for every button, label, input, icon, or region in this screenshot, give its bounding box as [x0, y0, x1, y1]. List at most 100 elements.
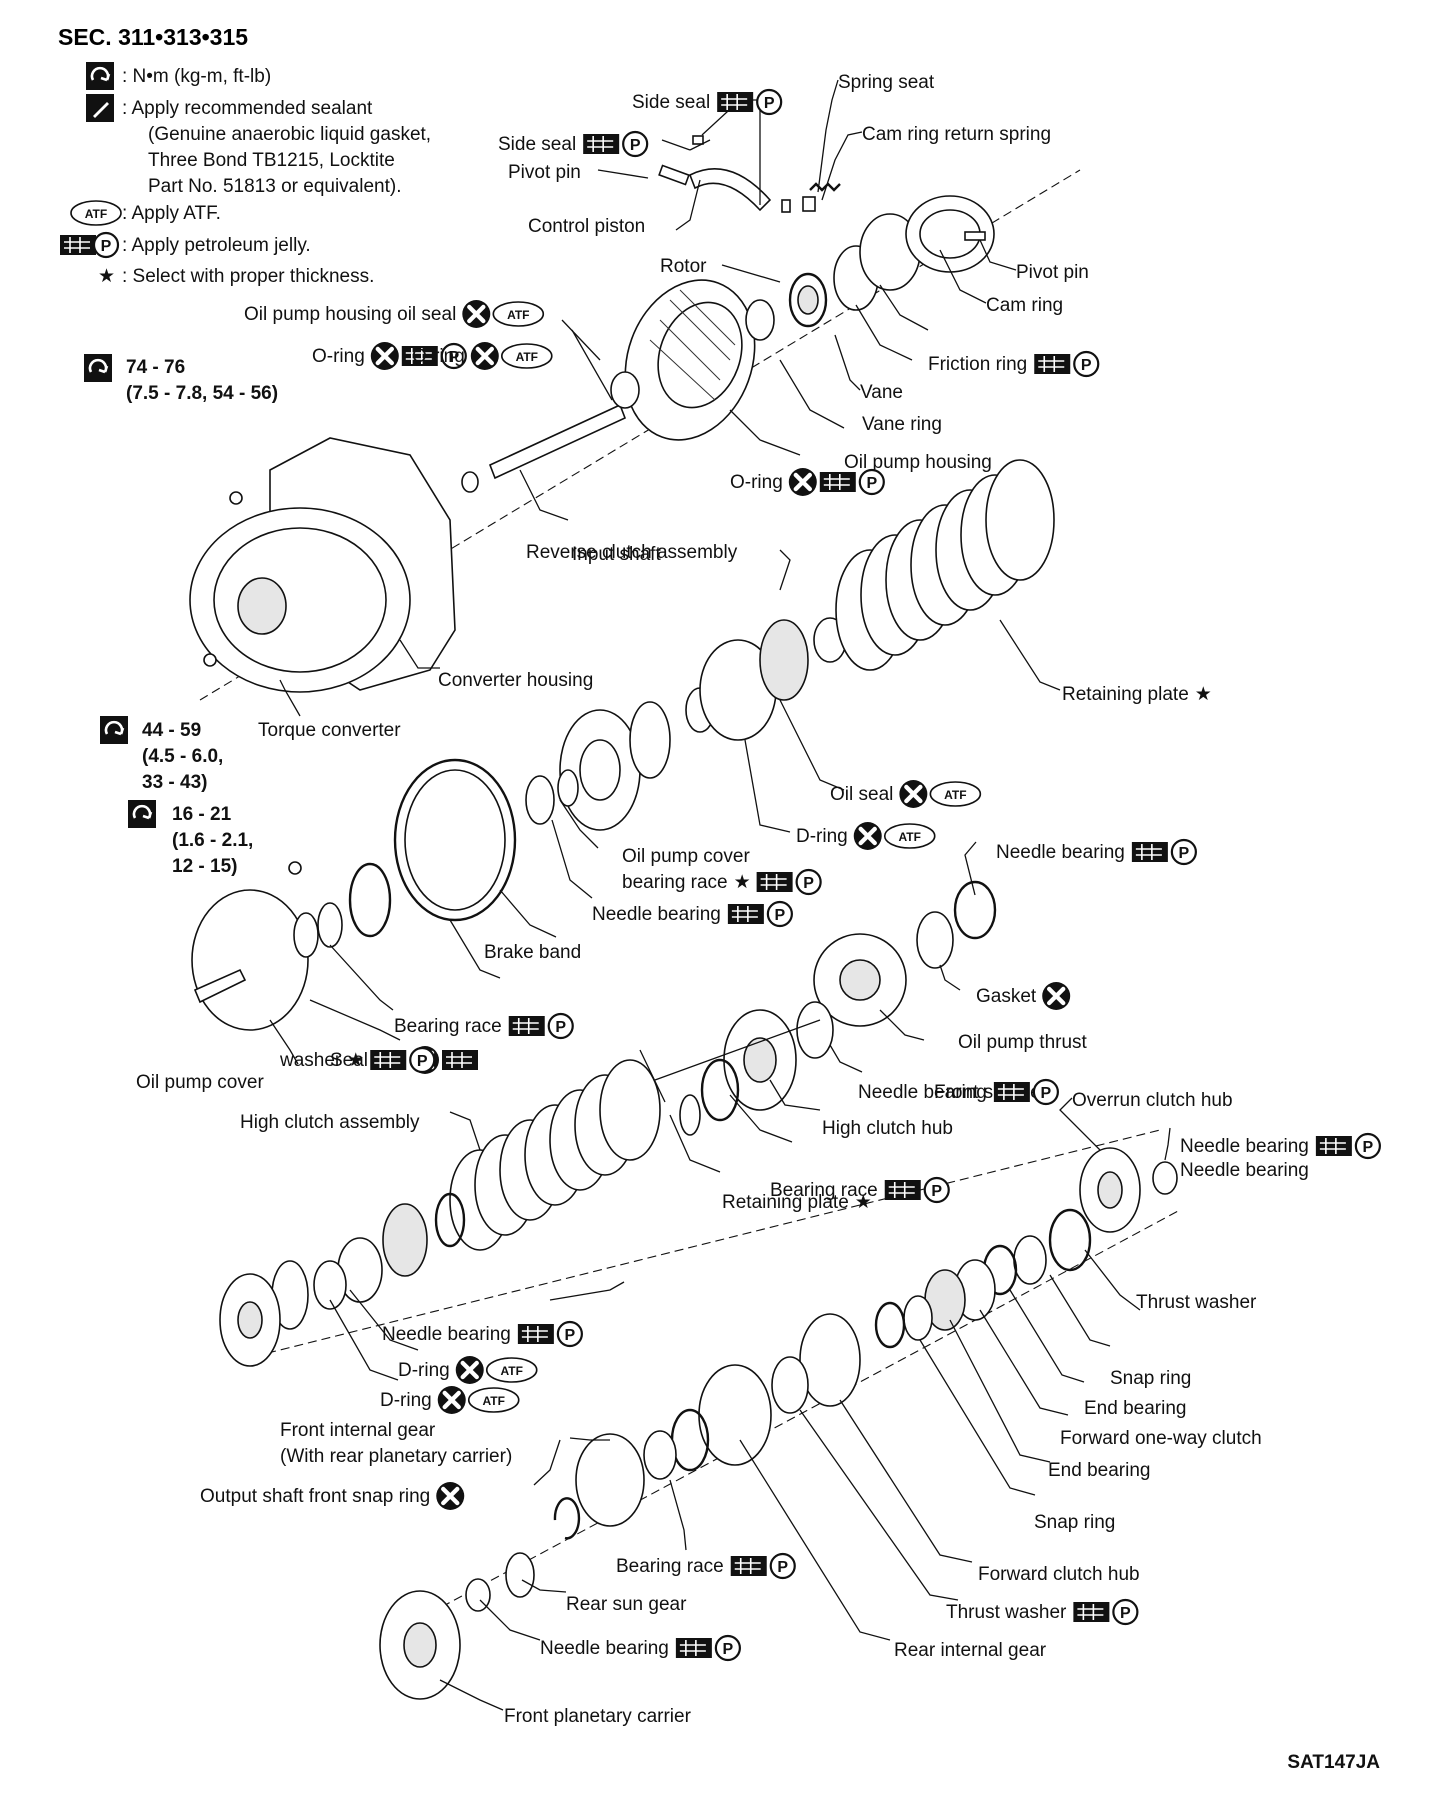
do-not-reuse-icon — [438, 1386, 466, 1414]
p-icon — [858, 468, 885, 496]
p-icon — [756, 88, 783, 116]
callout-22: Torque converter — [258, 720, 401, 741]
torque-3-line3: 12 - 15) — [172, 856, 237, 877]
callout-text: (With rear planetary carrier) — [280, 1446, 512, 1467]
callout-14: Vane — [860, 382, 903, 403]
p-icon — [1354, 1132, 1381, 1160]
do-not-reuse-icon — [462, 300, 490, 328]
p-icon — [556, 1320, 583, 1348]
callout-21: Retaining plate ★ — [1062, 684, 1212, 705]
callout-text: End bearing — [1048, 1460, 1150, 1481]
callout-text: Friction ring — [928, 354, 1027, 375]
petroleum-jelly-icon — [729, 1555, 768, 1577]
callout-text: Vane — [860, 382, 903, 403]
callout-text: Side seal — [632, 92, 710, 113]
section-title: SEC. 311•313•315 — [58, 24, 248, 50]
atf-icon — [485, 1357, 538, 1383]
atf-icon — [70, 200, 122, 226]
callout-4: Side seal — [498, 130, 649, 158]
p-icon — [766, 900, 793, 928]
callout-text: Control piston — [528, 216, 645, 237]
do-not-reuse-icon — [371, 342, 399, 370]
p-icon — [409, 1046, 436, 1074]
callout-text: Thrust washer — [1136, 1292, 1257, 1313]
callout-44: Retaining plate★ — [722, 1192, 872, 1213]
petroleum-jelly-icon — [993, 1081, 1031, 1103]
callout-57: Bearing race — [616, 1552, 796, 1580]
callout-text: Forward one-way clutch — [1060, 1428, 1262, 1449]
star-icon: ★ — [98, 266, 115, 287]
atf-icon — [500, 343, 553, 369]
callout-text: Pivot pin — [1016, 262, 1089, 283]
callout-text: Oil pump cover — [136, 1072, 264, 1093]
star-icon: ★ — [1195, 684, 1212, 705]
callout-text: Oil seal — [830, 784, 893, 805]
callout-text: O-ring — [730, 472, 783, 493]
callout-43: Bearing race — [770, 1176, 950, 1204]
callout-13: Friction ring — [928, 350, 1100, 378]
callout-text: Torque converter — [258, 720, 401, 741]
petroleum-jelly-icon — [441, 1049, 479, 1071]
torque-3-line1: 16 - 21 — [172, 804, 232, 825]
callout-38: High clutch assembly — [240, 1112, 420, 1133]
callout-text: High clutch assembly — [240, 1112, 420, 1133]
sealant-icon — [86, 94, 114, 122]
callout-41: Needle bearing — [1180, 1132, 1381, 1160]
callout-20: Converter housing — [438, 670, 593, 691]
callout-25: Oil pump cover — [622, 846, 750, 867]
callout-47: Snap ring — [1110, 1368, 1191, 1389]
petroleum-jelly-icon — [716, 91, 754, 113]
do-not-reuse-icon — [854, 822, 882, 850]
callout-text: Input shaft — [572, 544, 661, 565]
leader-lines — [269, 79, 1171, 1711]
callout-42: Needle bearing — [1180, 1160, 1309, 1181]
callout-text: Spring seat — [838, 72, 935, 93]
torque-1-line2: (7.5 - 7.8, 54 - 56) — [126, 383, 278, 404]
callout-12: O-ring — [412, 342, 553, 370]
legend-text-atf: : Apply ATF. — [122, 203, 221, 224]
petroleum-jelly-icon — [369, 1049, 408, 1071]
p-icon — [769, 1552, 796, 1580]
callout-text: Snap ring — [1034, 1512, 1115, 1533]
callout-text: O-ring — [412, 346, 465, 367]
callout-56: Snap ring — [1034, 1512, 1115, 1533]
callout-62: Rear internal gear — [894, 1640, 1047, 1661]
callout-53: (With rear planetary carrier) — [280, 1446, 512, 1467]
callout-7: Pivot pin — [1016, 262, 1089, 283]
callout-63: Front planetary carrier — [504, 1706, 692, 1727]
legend-text-star: : Select with proper thickness. — [122, 266, 374, 287]
p-icon — [1170, 838, 1197, 866]
callout-36: Oil pump cover — [136, 1072, 264, 1093]
callout-text: Converter housing — [438, 670, 593, 691]
callout-text: Retaining plate — [1062, 684, 1189, 705]
star-icon: ★ — [734, 872, 751, 893]
callout-8: Rotor — [660, 256, 707, 277]
p-icon — [795, 868, 822, 896]
torque-1-line1: 74 - 76 — [126, 357, 185, 378]
p-icon — [92, 231, 120, 259]
callout-text: Oil pump housing oil seal — [244, 304, 456, 325]
callout-31: Bearing race — [394, 1012, 574, 1040]
callout-text: Needle bearing — [996, 842, 1125, 863]
callout-text: Overrun clutch hub — [1072, 1090, 1233, 1111]
petroleum-jelly-icon — [1072, 1601, 1111, 1623]
callout-text: Forward clutch hub — [978, 1564, 1140, 1585]
callout-text: bearing race — [622, 872, 728, 893]
star-icon: ★ — [855, 1192, 872, 1213]
callout-text: Bearing race — [770, 1180, 878, 1201]
callout-34: washer★ — [279, 1046, 436, 1074]
petroleum-jelly-icon — [582, 133, 620, 155]
callout-text: Vane ring — [862, 414, 942, 435]
callout-17: O-ring — [730, 468, 885, 496]
callout-59: Rear sun gear — [566, 1594, 687, 1615]
callout-text: Rotor — [660, 256, 707, 277]
callout-23: Oil seal — [830, 780, 982, 808]
atf-icon — [467, 1387, 520, 1413]
callout-text: O-ring — [312, 346, 365, 367]
callout-61: Needle bearing — [540, 1634, 741, 1662]
petroleum-jelly-icon — [59, 234, 97, 256]
callout-text: Output shaft front snap ring — [200, 1486, 430, 1507]
callout-text: Oil pump cover — [622, 846, 750, 867]
diagram-code: SAT147JA — [1287, 1752, 1380, 1773]
